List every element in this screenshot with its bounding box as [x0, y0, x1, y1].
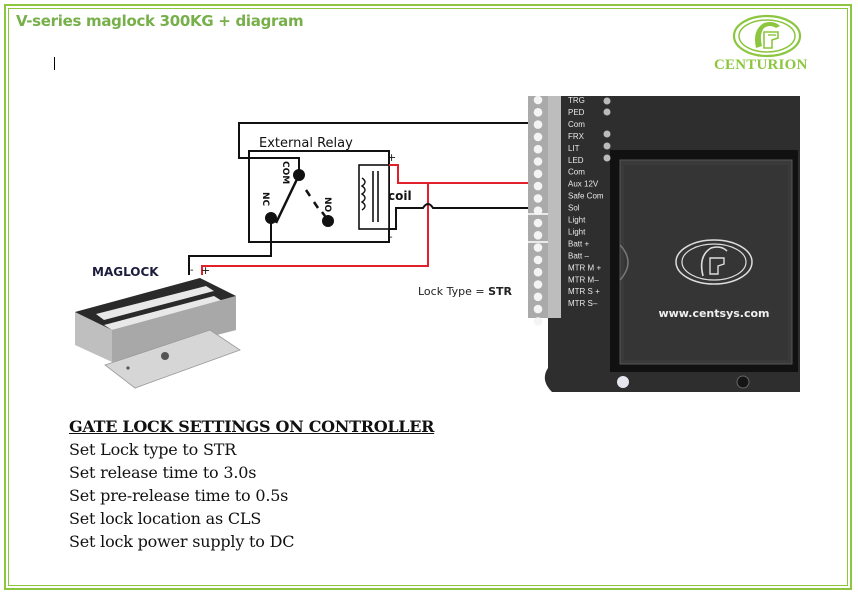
relay-coil-label: coil [388, 189, 412, 203]
terminal-label: MTR M + [568, 263, 601, 272]
centurion-logo-icon [732, 14, 802, 58]
terminal-label: LIT [568, 144, 580, 153]
maglock-label: MAGLOCK [92, 265, 159, 279]
settings-heading: GATE LOCK SETTINGS ON CONTROLLER [69, 417, 435, 436]
terminal-hole [533, 194, 543, 203]
terminal-label: MTR S– [568, 299, 598, 308]
settings-line: Set pre-release time to 0.5s [69, 486, 289, 505]
page-border-inner [8, 8, 848, 586]
terminal-hole [533, 108, 543, 117]
controller-board [544, 96, 800, 392]
lock-type-prefix: Lock Type = [418, 285, 488, 298]
terminal-hole [533, 304, 543, 314]
terminal-hole [533, 181, 543, 191]
terminal-hole [533, 292, 543, 302]
wires [188, 122, 528, 275]
relay-title: External Relay [259, 136, 353, 151]
terminal-hole [533, 120, 543, 129]
settings-line: Set release time to 3.0s [69, 463, 257, 482]
terminal-label: Batt + [568, 239, 589, 248]
lock-type-value: STR [488, 285, 512, 298]
terminal-label: Light [568, 216, 586, 225]
maglock-plus: + [201, 264, 210, 277]
relay-coil-plus: + [387, 151, 396, 164]
terminal-label: MTR M– [568, 275, 599, 284]
terminal-label: FRX [568, 132, 585, 141]
terminal-label: Batt – [568, 251, 589, 260]
gate-lock-settings: GATE LOCK SETTINGS ON CONTROLLER Set Loc… [69, 415, 434, 553]
terminal-hole [533, 267, 543, 277]
terminal-hole [533, 206, 543, 215]
controller-url: www.centsys.com [658, 307, 769, 320]
settings-line: Set Lock type to STR [69, 440, 237, 459]
settings-line: Set lock power supply to DC [69, 532, 295, 551]
terminal-hole [533, 144, 543, 154]
terminal-hole [533, 255, 543, 265]
relay-contact-no: NO [322, 197, 332, 213]
terminal-label: TRG [568, 96, 585, 105]
terminal-hole [533, 169, 543, 179]
terminal-label: Safe Com [568, 192, 604, 201]
terminal-hole [533, 317, 543, 326]
relay-contact-nc: NC [260, 192, 270, 207]
text-cursor [54, 57, 55, 70]
lock-type-label: Lock Type = STR [418, 285, 512, 298]
terminal-label: Com [568, 120, 585, 129]
terminal-label: PED [568, 108, 585, 117]
terminal-hole [533, 95, 543, 105]
terminal-label: Sol [568, 204, 580, 213]
terminal-label: Light [568, 227, 586, 236]
terminal-hole [533, 157, 543, 166]
brand-name: CENTURION [714, 57, 808, 73]
terminal-hole [533, 218, 543, 228]
terminal-label: Com [568, 168, 585, 177]
terminal-hole [533, 280, 543, 289]
terminal-hole [533, 243, 543, 252]
terminal-label: LED [568, 156, 584, 165]
maglock-device [75, 278, 241, 389]
relay-contact-com: COM [280, 161, 290, 184]
terminal-label: Aux 12V [568, 180, 599, 189]
terminal-hole [533, 132, 543, 142]
relay-coil-minus: - [389, 232, 393, 243]
terminal-label: MTR S + [568, 287, 600, 296]
page-border-outer [4, 4, 852, 590]
maglock-minus: - [190, 265, 194, 276]
document-title: V-series maglock 300KG + diagram [16, 12, 304, 30]
external-relay [248, 150, 390, 243]
terminal-hole [533, 231, 543, 240]
settings-line: Set lock location as CLS [69, 509, 262, 528]
